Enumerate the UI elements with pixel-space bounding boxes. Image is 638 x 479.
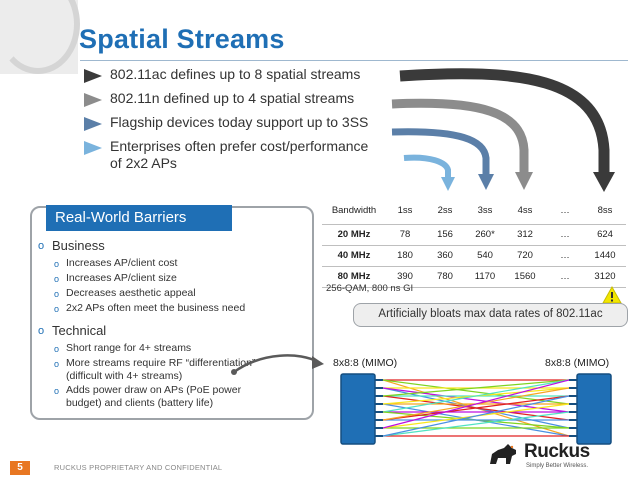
table-row: 80 MHz 390 780 1170 1560 … 3120 [322,265,626,288]
title-divider [80,60,628,61]
table-row: 20 MHz 78 156 260* 312 … 624 [322,223,626,245]
bullet-text: 802.11n defined up to 4 spatial streams [110,90,355,106]
table-cell: 312 [504,223,546,245]
bullet-arrow-icon [84,69,102,83]
circle-bullet-icon: o [54,359,60,369]
arrow-8ss-icon [399,68,610,176]
callout-box: Artificially bloats max data rates of 80… [353,303,628,327]
table-cell: 540 [466,244,504,266]
table-cell: 80 MHz [322,265,386,288]
table-cell: 1560 [504,265,546,288]
bullet-text: Enterprises often prefer cost/performanc… [110,138,369,171]
business-section-title: o Business [38,238,105,253]
bullet-list: 802.11ac defines up to 8 spatial streams… [82,66,422,178]
mimo-diagram [340,373,612,445]
bullet-text: Flagship devices today support up to 3SS [110,114,369,130]
mimo-left-label: 8x8:8 (MIMO) [333,357,398,369]
barriers-header: Real-World Barriers [46,205,232,231]
table-cell: 156 [424,223,466,245]
confidential-notice: RUCKUS PROPRIETARY AND CONFIDENTIAL [54,463,223,472]
table-cell: 180 [386,244,424,266]
bullet-arrow-icon [84,117,102,131]
arrow-8ss-head [593,172,615,192]
bullet-n: 802.11n defined up to 4 spatial streams [82,90,422,108]
warning-triangle-icon [602,286,622,304]
barriers-panel [30,206,314,420]
circle-bullet-icon: o [38,240,45,252]
logo-tagline: Simply Better Wireless. [526,463,589,469]
table-cell: 390 [386,265,424,288]
table-cell: 1440 [584,244,626,266]
table-cell: 3120 [584,265,626,288]
bullet-arrow-icon [84,93,102,107]
bullet-text: 802.11ac defines up to 8 spatial streams [110,66,361,82]
table-header: 3ss [477,205,493,217]
mimo-right-label: 8x8:8 (MIMO) [545,357,610,369]
page-number: 5 [10,461,30,475]
technical-section-title: o Technical [38,323,107,338]
table-cell: 624 [584,223,626,245]
table-cell: 20 MHz [322,223,386,245]
circle-bullet-icon: o [54,386,60,396]
table-cell: 780 [424,265,466,288]
bullet-ac: 802.11ac defines up to 8 spatial streams [82,66,422,84]
data-rate-table: Bandwidth 1ss 2ss 3ss 4ss … 8ss 20 MHz 7… [322,198,626,288]
circle-bullet-icon: o [54,259,60,269]
table-header: Bandwidth [331,205,377,217]
table-cell: 720 [504,244,546,266]
table-cell: 78 [386,223,424,245]
bullet-arrow-icon [84,141,102,155]
table-cell: 40 MHz [322,244,386,266]
table-header: … [560,205,570,217]
circle-bullet-icon: o [54,344,60,354]
bullet-flagship: Flagship devices today support up to 3SS [82,114,422,132]
ruckus-dog-logo [490,444,516,464]
bullet-enterprise: Enterprises often prefer cost/performanc… [82,138,422,172]
table-row: 40 MHz 180 360 540 720 … 1440 [322,244,626,266]
table-header: 1ss [397,205,413,217]
table-header: 4ss [517,205,533,217]
circle-bullet-icon: o [54,274,60,284]
antenna-ticks-left [375,379,383,437]
arrow-4ss-head [515,172,533,190]
table-header-row: Bandwidth 1ss 2ss 3ss 4ss … 8ss [322,198,626,224]
table-footnote: 256-QAM, 800 ns GI [326,283,414,294]
arrow-3ss-head [478,174,494,190]
table-cell: 260* [466,223,504,245]
table-cell: 1170 [466,265,504,288]
table-header: 8ss [597,205,613,217]
circle-bullet-icon: o [54,304,60,314]
table-header: 2ss [437,205,453,217]
antenna-ticks-right [569,379,577,437]
corner-arc-decoration [0,0,80,74]
logo-wordmark: Ruckus [524,441,590,462]
table-cell: 360 [424,244,466,266]
slide-title: Spatial Streams [79,24,285,54]
table-cell: … [546,223,584,245]
table-cell: … [546,265,584,288]
circle-bullet-icon: o [38,325,45,337]
stream-lines [382,379,570,437]
arrow-2ss-head [441,177,455,191]
circle-bullet-icon: o [54,289,60,299]
table-cell: … [546,244,584,266]
